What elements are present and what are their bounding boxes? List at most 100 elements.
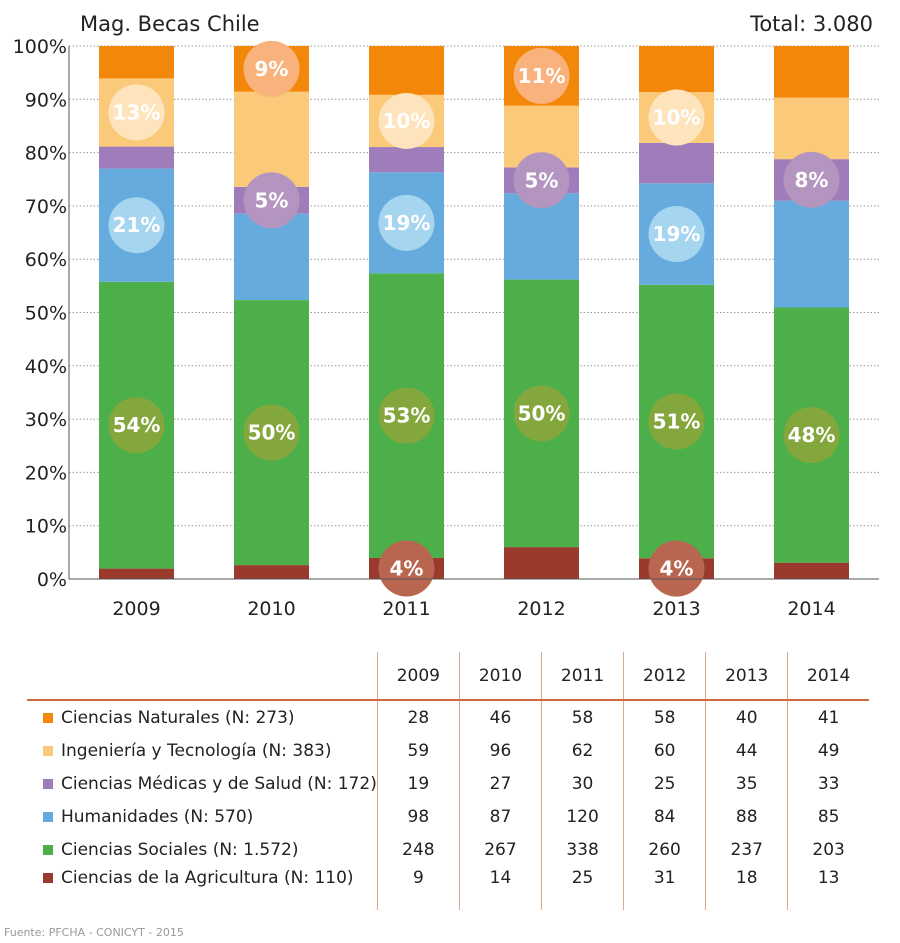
y-tick-label: 80% (25, 143, 67, 165)
y-tick-label: 20% (25, 462, 67, 484)
badge-label: 48% (788, 423, 836, 447)
y-tick-label: 70% (25, 196, 67, 218)
table-cell: 60 (623, 734, 706, 767)
bar-segment (369, 147, 444, 173)
percent-badge: 50% (243, 404, 300, 461)
legend-cell: Ciencias Médicas y de Salud (N: 172) (27, 767, 377, 800)
badge-label: 5% (525, 168, 559, 192)
y-tick-label: 30% (25, 409, 67, 431)
table-cell: 44 (705, 734, 788, 767)
badge-circle (783, 407, 840, 464)
badge-circle (648, 206, 705, 263)
legend-swatch (43, 712, 53, 723)
table-cell: 25 (623, 767, 706, 800)
badge-circle (243, 404, 300, 461)
percent-badge: 19% (378, 194, 435, 251)
badge-label: 11% (518, 64, 566, 88)
table-cell: 338 (541, 833, 624, 866)
legend-cell: Ciencias Naturales (N: 273) (27, 700, 377, 734)
badge-circle (378, 387, 435, 444)
badge-circle (648, 393, 705, 450)
bar-segment (369, 46, 444, 95)
badge-label: 4% (660, 557, 694, 581)
percent-badge: 48% (783, 407, 840, 464)
table-cell: 14 (458, 866, 542, 910)
badge-circle (513, 385, 570, 442)
table-header-year: 2009 (376, 652, 460, 701)
legend-swatch (43, 811, 53, 822)
y-tick-label: 50% (25, 303, 67, 325)
table-header-row: 2009 2010 2011 2012 2013 2014 (27, 652, 869, 701)
table-cell: 267 (458, 833, 542, 866)
table-cell: 58 (541, 700, 624, 734)
percent-badge: 10% (378, 92, 435, 149)
bar-segment (99, 568, 174, 579)
percent-badge: 11% (513, 47, 570, 104)
table-cell: 87 (458, 800, 542, 833)
legend-swatch (43, 873, 53, 883)
x-tick-label: 2009 (112, 598, 160, 620)
table-cell: 62 (541, 734, 624, 767)
legend-swatch (43, 778, 53, 789)
x-tick-label: 2011 (382, 598, 430, 620)
table-header-year: 2011 (541, 652, 624, 701)
table-cell: 19 (376, 767, 460, 800)
badge-label: 50% (248, 421, 296, 445)
legend-label: Ciencias Naturales (N: 273) (61, 707, 295, 728)
x-tick-label: 2012 (517, 598, 565, 620)
table-cell: 88 (705, 800, 788, 833)
total-count: Total: 3.080 (750, 12, 873, 36)
badge-circle (513, 152, 570, 209)
badge-label: 50% (518, 401, 566, 425)
table-cell: 248 (376, 833, 460, 866)
badge-circle (378, 540, 435, 597)
gridlines (69, 45, 879, 527)
x-tick-label: 2014 (787, 598, 835, 620)
bar-segment (234, 565, 309, 579)
badge-circle (108, 397, 165, 454)
bar-segment (774, 97, 849, 160)
badge-label: 10% (653, 106, 701, 130)
legend-swatch (43, 745, 53, 756)
legend-swatch (43, 844, 53, 855)
percent-badge: 53% (378, 387, 435, 444)
legend-label: Humanidades (N: 570) (61, 806, 254, 827)
percent-badge: 4% (378, 540, 435, 597)
table-cell: 58 (623, 700, 706, 734)
percent-badge: 54% (108, 397, 165, 454)
x-tick-label: 2013 (652, 598, 700, 620)
table-cell: 33 (787, 767, 869, 800)
y-tick-label: 40% (25, 356, 67, 378)
table-header-year: 2010 (458, 652, 542, 701)
table-cell: 25 (541, 866, 624, 910)
badge-label: 4% (390, 556, 424, 580)
legend-cell: Humanidades (N: 570) (27, 800, 377, 833)
legend-label: Ciencias Médicas y de Salud (N: 172) (61, 773, 377, 794)
table-cell: 40 (705, 700, 788, 734)
bar-segment (504, 547, 579, 579)
table-cell: 84 (623, 800, 706, 833)
badge-label: 21% (113, 213, 161, 237)
legend-label: Ciencias de la Agricultura (N: 110) (61, 868, 354, 888)
percent-badge: 9% (243, 40, 300, 97)
percent-badge: 5% (243, 172, 300, 229)
badge-circle (783, 151, 840, 208)
table-cell: 96 (458, 734, 542, 767)
x-tick-label: 2010 (247, 598, 295, 620)
badge-label: 9% (255, 57, 289, 81)
table-cell: 59 (376, 734, 460, 767)
table-cell: 27 (458, 767, 542, 800)
table-cell: 46 (458, 700, 542, 734)
badge-circle (108, 84, 165, 141)
chart-title: Mag. Becas Chile (80, 12, 260, 36)
table-cell: 28 (376, 700, 460, 734)
table-cell: 49 (787, 734, 869, 767)
badge-label: 19% (383, 211, 431, 235)
percent-badges: 54%21%13%50%5%9%4%53%19%10%50%5%11%4%51%… (108, 40, 840, 597)
percent-badge: 21% (108, 197, 165, 254)
